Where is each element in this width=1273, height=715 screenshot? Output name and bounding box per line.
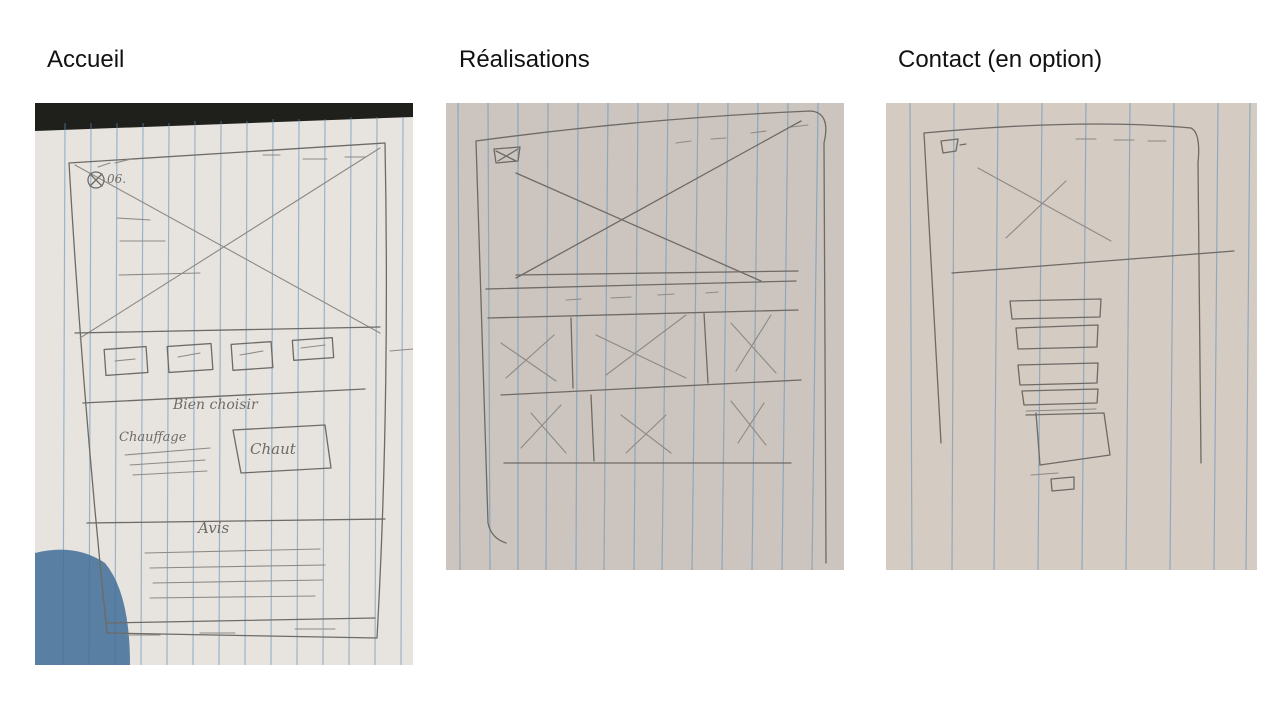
section-heading-note: Bien choisir [172,397,259,413]
portfolio-sketch-image [446,103,844,570]
logo-note: 06. [107,172,126,186]
left-block-note: Chauffage [119,430,187,445]
caption-contact: Contact (en option) [898,46,1103,73]
right-box-note: Chaut [250,440,297,458]
reviews-heading-note: Avis [196,519,229,537]
homepage-sketch-image: 06. Bien choisir Chauffage Chaut [35,103,413,665]
caption-accueil: Accueil [47,46,125,73]
caption-realisations: Réalisations [459,46,590,73]
contact-sketch-image [886,103,1257,570]
